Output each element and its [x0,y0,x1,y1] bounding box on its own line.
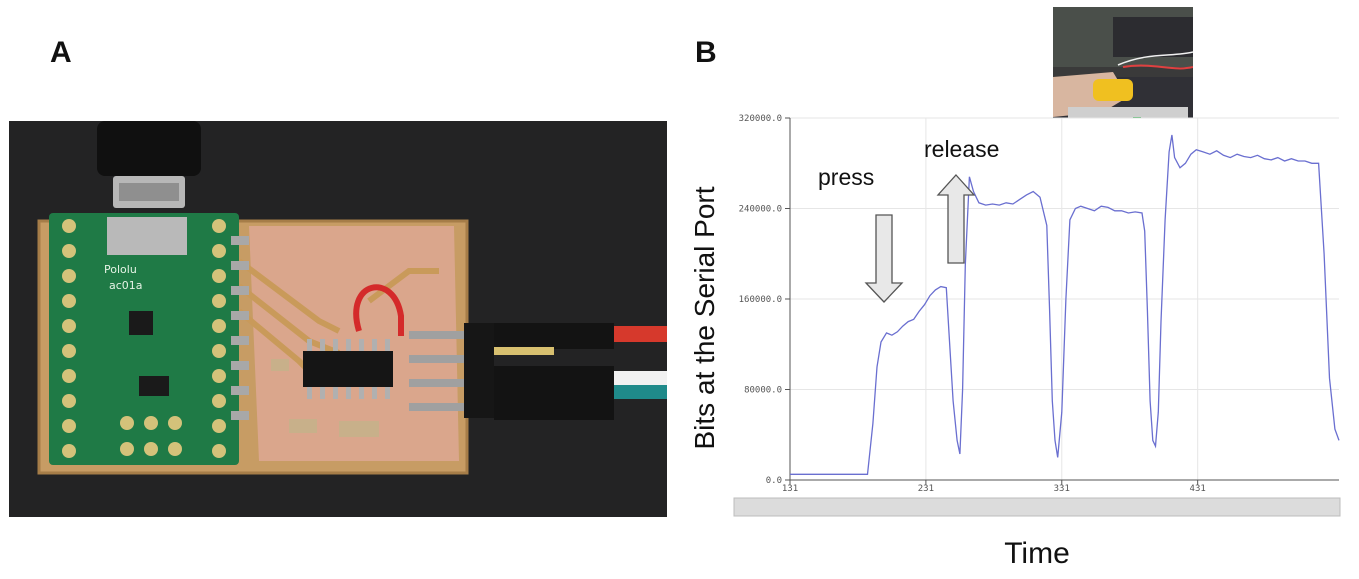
tick-labels: 131 231 331 431 0.0 80000.0 160000.0 240000.0 32… [739,114,1206,494]
series-line [790,134,1340,475]
svg-text:ac01a: ac01a [109,279,143,292]
x-tick-label: 431 [1190,484,1206,494]
y-tick-label: 80000.0 [744,386,782,396]
pcb-photo: Pololu ac01a [9,121,667,517]
y-tick-label: 0.0 [766,476,782,486]
y-tick-label: 320000.0 [739,114,782,124]
x-tick-label: 331 [1054,484,1070,494]
x-tick-label: 131 [782,484,798,494]
svg-text:Pololu: Pololu [104,263,137,276]
annotation-release: release [924,136,999,162]
arrow-up-icon [936,174,976,264]
y-axis-label: Bits at the Serial Port [689,186,720,449]
annotation-press: press [818,164,874,190]
panel-label-a: A [50,36,72,69]
axes [785,117,1339,485]
panel-label-b: B [695,36,717,69]
arrow-down-icon [864,214,904,303]
x-tick-label: 231 [918,484,934,494]
y-tick-label: 240000.0 [739,205,782,215]
x-axis-label: Time [1004,537,1070,570]
scrollbar[interactable] [733,497,1341,517]
y-tick-label: 160000.0 [739,295,782,305]
